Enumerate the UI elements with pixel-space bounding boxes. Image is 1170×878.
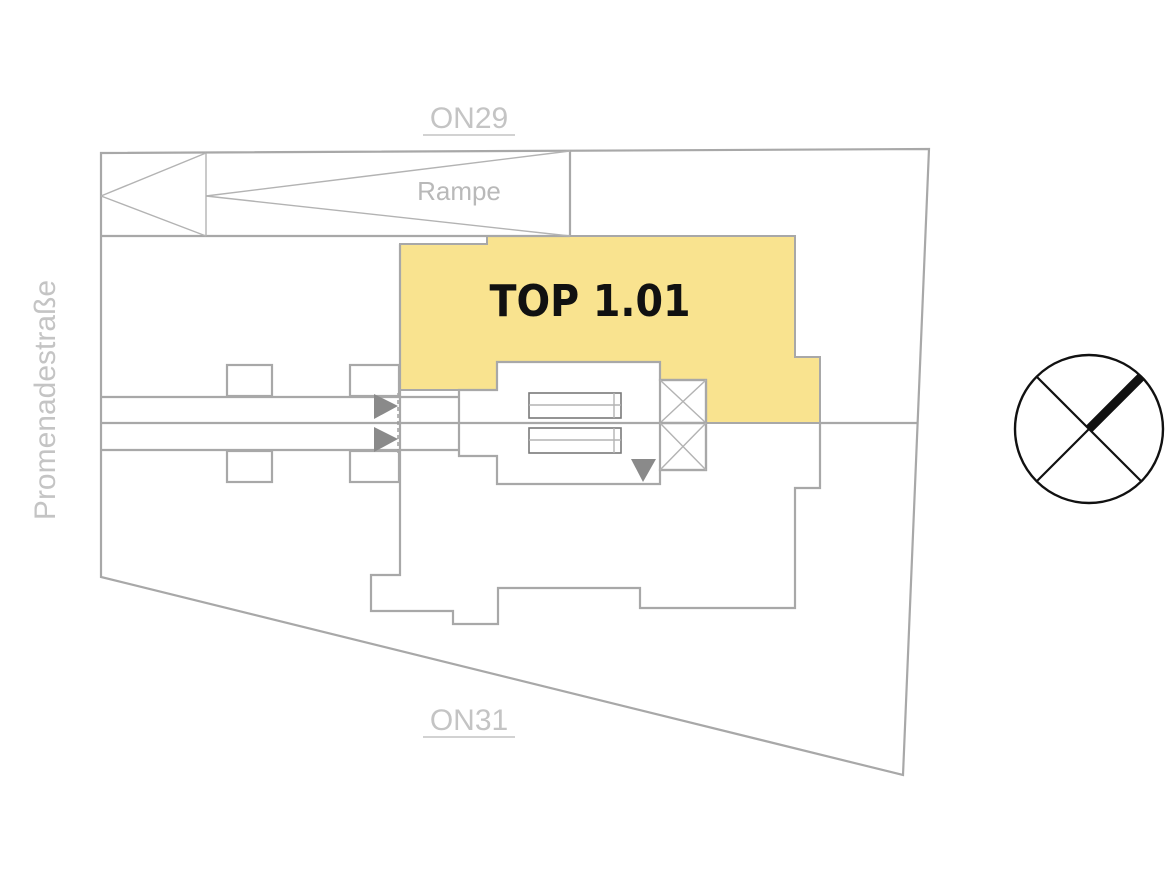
entrance-walkway xyxy=(101,363,459,484)
unit-top-1-01-area[interactable] xyxy=(399,235,821,424)
building-core xyxy=(457,360,708,486)
street-label-bottom: ON31 xyxy=(430,704,508,737)
site-boundary xyxy=(99,147,931,777)
building-outline xyxy=(369,244,918,626)
north-arrow-icon xyxy=(1085,373,1145,433)
stair-direction-icon xyxy=(631,459,656,482)
street-label-left: Promenadestraße xyxy=(29,280,62,520)
entrance-arrow-icon xyxy=(374,394,398,419)
street-label-top: ON29 xyxy=(430,102,508,135)
ramp xyxy=(100,150,572,238)
compass-icon xyxy=(1013,353,1165,505)
entrance-arrow-icon xyxy=(374,427,398,452)
ramp-label: Rampe xyxy=(417,176,501,206)
elevator-shaft-icon xyxy=(658,378,708,472)
unit-label[interactable]: TOP 1.01 xyxy=(489,276,690,327)
